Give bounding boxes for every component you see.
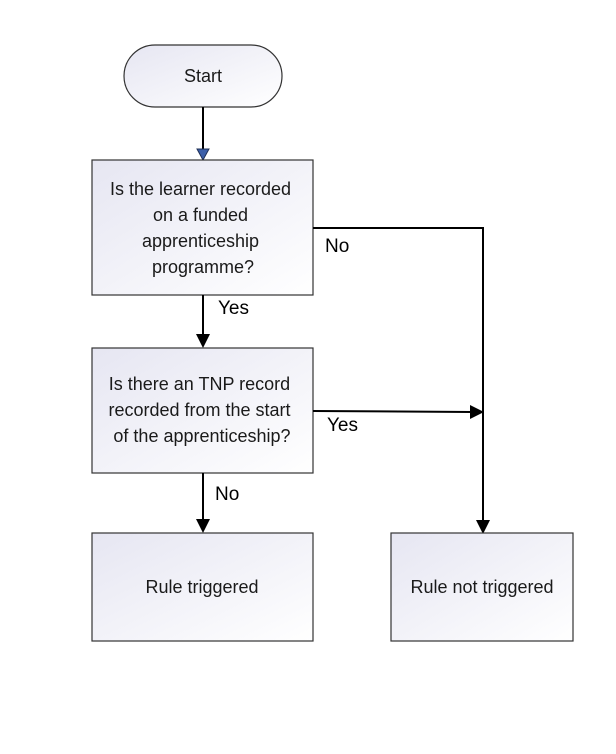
connector-q1-no	[313, 227, 484, 522]
arrowhead-q2-yes	[470, 405, 484, 419]
decision-2-box	[91, 347, 314, 474]
edge-label-q2-yes: Yes	[327, 415, 358, 436]
decision-funded-apprenticeship: Is the learner recorded on a funded appr…	[91, 159, 314, 296]
start-label: Start	[184, 66, 222, 86]
outcome-rule-not-triggered: Rule not triggered	[390, 532, 574, 642]
arrowhead-q2-no	[196, 519, 210, 533]
arrowhead-q1-yes	[196, 334, 210, 348]
decision-1-line: on a funded	[153, 205, 248, 225]
start-node: Start	[123, 44, 283, 108]
decision-1-box	[91, 159, 314, 296]
decision-tnp-record: Is there an TNP record recorded from the…	[91, 347, 314, 474]
outcome-triggered-label: Rule triggered	[145, 577, 258, 597]
decision-1-line: Is the learner recorded	[110, 179, 291, 199]
outcome-rule-triggered: Rule triggered	[91, 532, 314, 642]
edge-label-q1-yes: Yes	[218, 298, 249, 319]
decision-2-line: of the apprenticeship?	[113, 426, 290, 446]
arrowhead-start-to-q1	[196, 148, 210, 162]
outcome-not-triggered-label: Rule not triggered	[410, 577, 553, 597]
decision-1-text: Is the learner recorded on a funded appr…	[110, 179, 296, 277]
decision-1-line: apprenticeship	[142, 231, 259, 251]
decision-1-line: programme?	[152, 257, 254, 277]
edge-label-q2-no: No	[215, 484, 239, 505]
arrowhead-q1-no	[476, 520, 490, 534]
connector-q2-yes	[312, 410, 473, 413]
outcome-triggered-box	[91, 532, 314, 642]
decision-2-line: Is there an TNP record	[109, 374, 290, 394]
edge-label-q1-no: No	[325, 236, 349, 257]
outcome-not-triggered-box	[390, 532, 574, 642]
decision-2-line: recorded from the start	[108, 400, 290, 420]
decision-2-text: Is there an TNP record recorded from the…	[108, 374, 295, 446]
